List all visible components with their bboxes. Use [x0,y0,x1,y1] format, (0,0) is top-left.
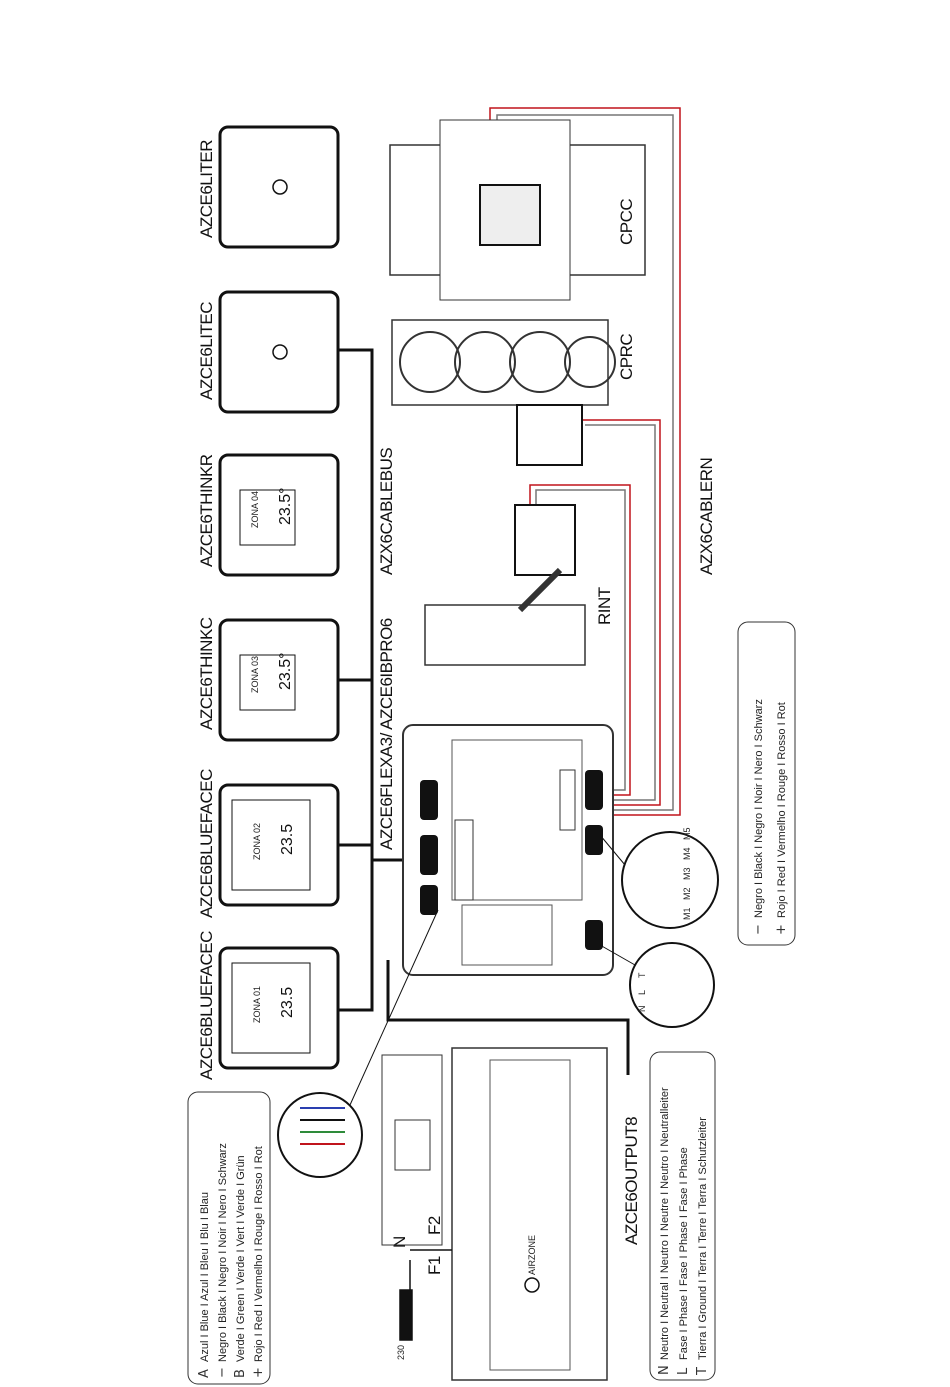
motor-m2: M2 [682,887,692,900]
legend-symbol: − [751,924,766,935]
legend-symbol: L [676,1367,691,1375]
legend-power: N Neutro I Neutral I Neutro I Neutre I N… [649,1051,716,1381]
power-terminal-detail: N L T [599,942,715,1028]
legend-item: Fase I Phase I Fase I Phase I Fase I Pha… [678,1147,690,1360]
thermostat-blueface-2: 23.5 ZONA 02 [218,783,340,907]
cpcc-damper [389,119,646,301]
cprc-damper [391,319,616,466]
terminal-t: T [637,972,647,978]
motor-m5: M5 [682,827,692,840]
label-cpcc: CPCC [617,199,636,245]
label-blueface-2: AZCE6BLUEFACEC [197,769,216,918]
label-bus-cable: AZX6CABLEBUS [377,448,396,575]
label-liter: AZCE6LITER [197,140,216,238]
legend-symbol: + [251,1367,266,1378]
legend-item: Neutro I Neutral I Neutro I Neutre I Neu… [659,1087,671,1360]
legend-item: Rojo I Red I Vermelho I Rouge I Rosso I … [253,1146,265,1362]
blueface2-zone: ZONA 02 [252,823,262,860]
label-rint: RINT [595,587,614,625]
thinkc-temperature: 23.5° [277,652,294,690]
rint-grille [424,504,586,666]
label-thinkr: AZCE6THINKR [197,454,216,567]
label-blueface-1: AZCE6BLUEFACEC [197,931,216,1080]
motor-m3: M3 [682,867,692,880]
thermostat-liter [218,125,340,249]
motor-m4: M4 [682,847,692,860]
output8-brand: AIRZONE [527,1235,537,1275]
n-label: N [390,1236,409,1248]
main-board [402,724,614,976]
legend-motor: − Negro I Black I Negro I Noir I Nero I … [737,621,796,946]
floor-heating-icon [381,1054,443,1246]
bus-terminal-detail [277,909,439,1178]
terminal-l: L [637,990,647,995]
blueface1-temperature: 23.5 [279,987,296,1018]
output8-module [451,1047,608,1381]
legend-item: Azul I Blue I Azul I Bleu I Blu I Blau [199,1192,211,1362]
label-output8: AZCE6OUTPUT8 [622,1117,641,1245]
thinkc-zone: ZONA 03 [250,656,260,693]
power-supply [399,1249,452,1341]
motor-terminal-detail: M1 M2 M3 M4 M5 [599,827,719,929]
thermostat-thinkr: 23.5° ZONA 04 [218,453,340,577]
label-main-board: AZCE6FLEXA3/ AZCE6IBPRO6 [377,618,396,850]
f2-label: F2 [425,1216,444,1235]
motor-m1: M1 [682,907,692,920]
thermostat-thinkc: 23.5° ZONA 03 [218,618,340,742]
power-label: 230 [396,1345,406,1360]
legend-symbol: T [695,1367,710,1376]
f1-label: F1 [425,1256,444,1275]
legend-item: Tierra I Ground I Terra I Terre I Terra … [697,1117,709,1360]
label-litec: AZCE6LITEC [197,302,216,400]
legend-item: Negro I Black I Negro I Noir I Nero I Sc… [217,1143,229,1362]
legend-symbol: N [657,1365,672,1375]
legend-symbol: B [233,1369,248,1378]
legend-item: Negro I Black I Negro I Noir I Nero I Sc… [753,699,765,918]
legend-symbol: − [215,1367,230,1378]
label-rn-cable: AZX6CABLERN [697,458,716,575]
blueface1-zone: ZONA 01 [252,986,262,1023]
legend-item: Verde I Green I Verde I Vert I Verde I G… [235,1155,247,1362]
label-cprc: CPRC [617,334,636,380]
label-thinkc: AZCE6THINKC [197,617,216,730]
legend-symbol: + [774,924,789,935]
blueface2-temperature: 23.5 [279,824,296,855]
thinkr-zone: ZONA 04 [250,491,260,528]
bus-cable [338,348,630,1075]
thinkr-temperature: 23.5° [277,487,294,525]
terminal-n: N [637,1006,647,1013]
thermostat-blueface-1: 23.5 ZONA 01 [218,946,340,1070]
legend-bus-colors: A Azul I Blue I Azul I Bleu I Blu I Blau… [187,1091,271,1385]
legend-item: Rojo I Red I Vermelho I Rouge I Rosso I … [776,702,788,918]
legend-symbol: A [197,1369,212,1378]
thermostat-litec [218,290,340,414]
